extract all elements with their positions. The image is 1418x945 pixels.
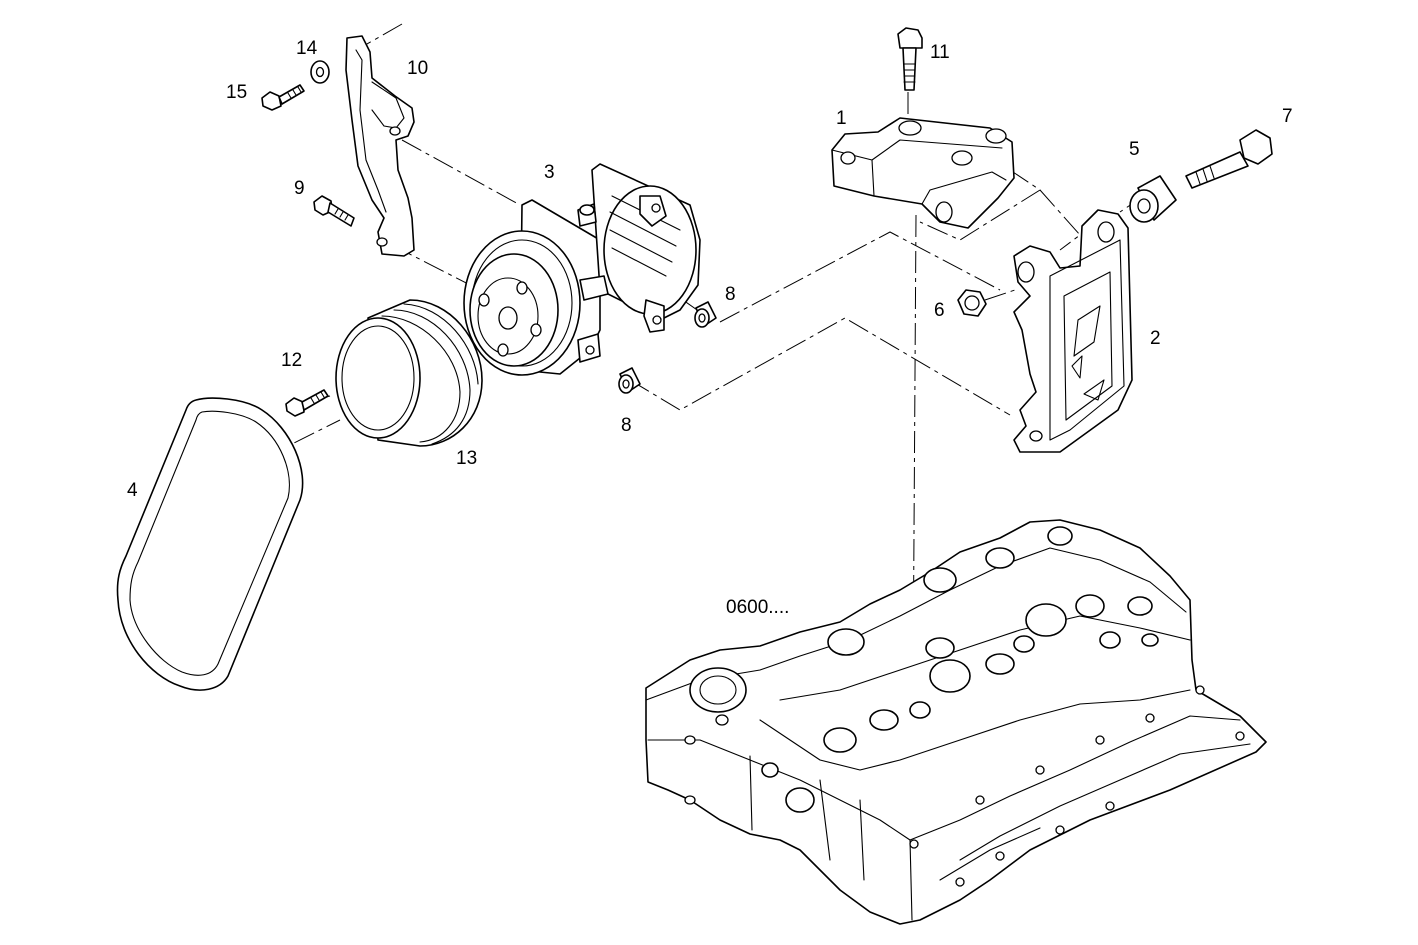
callout-1: 1 [836, 108, 847, 129]
bracket-10 [345, 35, 415, 257]
callout-6: 6 [934, 300, 945, 321]
reference-label: 0600.... [726, 597, 789, 618]
washer-14 [310, 60, 330, 84]
callout-12: 12 [281, 350, 302, 371]
callout-13: 13 [456, 448, 477, 469]
callout-15: 15 [226, 82, 247, 103]
callout-10: 10 [407, 58, 428, 79]
callout-14: 14 [296, 38, 318, 59]
bolt-7 [1185, 129, 1273, 189]
bolt-15 [261, 84, 305, 111]
compressor-3 [463, 163, 701, 376]
bracket-2 [1013, 209, 1133, 453]
spacer-5 [1129, 175, 1177, 223]
callout-8-lower: 8 [621, 415, 632, 436]
callout-labels: 1 2 3 4 5 6 7 8 8 9 10 11 12 13 14 15 06… [127, 38, 1293, 618]
callout-4: 4 [127, 480, 138, 501]
bolt-12 [285, 389, 329, 417]
pulley-13 [335, 299, 483, 447]
belt-4 [116, 397, 304, 691]
callout-2: 2 [1150, 328, 1161, 349]
callout-8-upper: 8 [725, 284, 736, 305]
callout-3: 3 [544, 162, 555, 183]
nut-6 [957, 289, 987, 317]
engine-block-0600 [645, 519, 1267, 925]
bushing-8-upper [694, 301, 717, 328]
bracket-1 [831, 117, 1015, 229]
callout-7: 7 [1282, 106, 1293, 127]
bolt-11 [897, 27, 923, 91]
callout-11: 11 [930, 42, 950, 63]
bushing-8-lower [618, 367, 641, 394]
callout-9: 9 [294, 178, 305, 199]
bolt-9 [313, 195, 355, 227]
callout-5: 5 [1129, 139, 1140, 160]
